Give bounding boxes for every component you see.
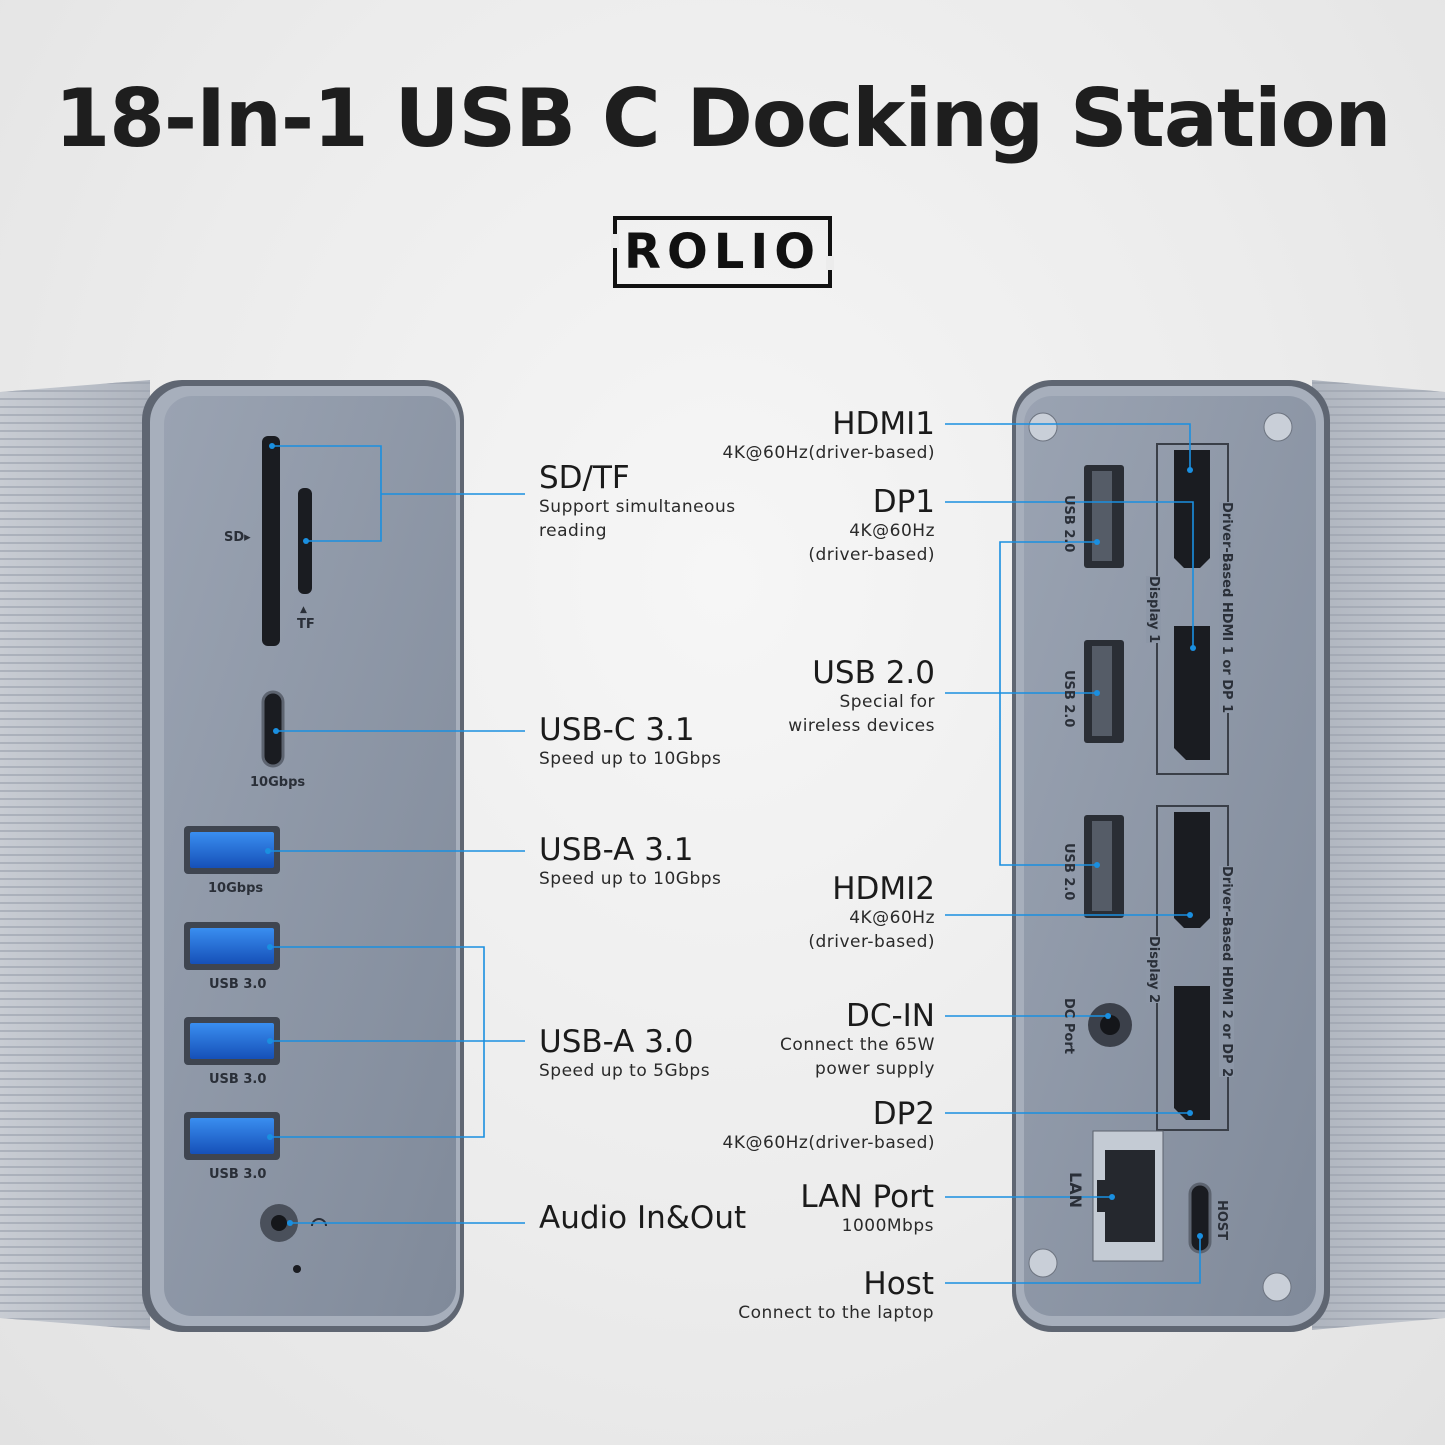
screws [1028,412,1293,1302]
hdmi1-port[interactable] [1174,450,1210,568]
label-usbc31-title: USB-C 3.1 [539,712,695,748]
print-display2: Display 2 [1146,936,1161,1004]
usba30-port-3[interactable] [184,1112,280,1160]
label-sd-tf-line2: reading [539,521,608,541]
front-dock [0,380,464,1332]
label-usb20-line1: Special for [839,692,935,712]
label-usba30-desc: Speed up to 5Gbps [539,1061,711,1081]
usb20-port-1[interactable] [1084,465,1124,568]
print-usba-speed: 10Gbps [208,881,264,896]
label-hdmi2-line2: (driver-based) [808,932,935,952]
label-audio-title: Audio In&Out [539,1200,747,1236]
label-usb20-line2: wireless devices [788,716,935,736]
label-hdmi2: HDMI2 4K@60Hz (driver-based) [808,872,935,954]
callout-dots [265,443,1203,1239]
print-usb3-1: USB 3.0 [209,977,267,992]
label-usba31-desc: Speed up to 10Gbps [539,869,722,889]
usba31-port[interactable] [184,826,280,874]
label-dp1-line2: (driver-based) [808,545,935,565]
print-dc: DC Port [1061,998,1076,1054]
label-dcin: DC-IN Connect the 65W power supply [780,999,935,1081]
label-dp2-desc: 4K@60Hz(driver-based) [722,1133,935,1153]
label-hdmi2-line1: 4K@60Hz [849,908,935,928]
label-dp1-title: DP1 [872,484,935,520]
label-usba31-title: USB-A 3.1 [539,832,694,868]
print-lan: LAN [1066,1172,1085,1208]
dp2-port[interactable] [1174,986,1210,1120]
hdmi2-port[interactable] [1174,812,1210,928]
brand-logo: ROLIO [611,216,834,288]
label-dcin-line2: power supply [815,1059,935,1079]
label-hdmi1: HDMI1 4K@60Hz(driver-based) [723,407,935,465]
label-usba30: USB-A 3.0 Speed up to 5Gbps [539,1025,710,1083]
callout-lines [268,423,1201,1284]
label-lan: LAN Port 1000Mbps [800,1180,934,1238]
print-driver1: Driver-Based HDMI 1 or DP 1 [1219,502,1234,714]
label-dp2: DP2 4K@60Hz(driver-based) [723,1097,935,1155]
label-lan-desc: 1000Mbps [841,1216,934,1236]
label-dcin-title: DC-IN [845,998,935,1034]
label-hdmi1-desc: 4K@60Hz(driver-based) [722,443,935,463]
label-usb20: USB 2.0 Special for wireless devices [788,656,935,738]
label-hdmi2-title: HDMI2 [832,871,935,907]
label-dcin-line1: Connect the 65W [780,1035,935,1055]
label-dp1-line1: 4K@60Hz [849,521,935,541]
label-sd-tf: SD/TF Support simultaneous reading [539,461,736,543]
label-sd-tf-line1: Support simultaneous [539,497,736,517]
label-usbc31: USB-C 3.1 Speed up to 10Gbps [539,713,721,771]
print-usb2-3: USB 2.0 [1061,843,1076,901]
label-sd-tf-title: SD/TF [539,460,630,496]
label-host-desc: Connect to the laptop [738,1303,934,1323]
usba30-port-1[interactable] [184,922,280,970]
print-tf: TF [297,617,315,632]
label-host-title: Host [863,1266,934,1302]
print-driver2: Driver-Based HDMI 2 or DP 2 [1219,866,1234,1078]
sd-slot[interactable] [262,436,280,646]
print-usb2-1: USB 2.0 [1061,495,1076,553]
label-usba30-title: USB-A 3.0 [539,1024,694,1060]
print-display1: Display 1 [1146,576,1161,644]
dp1-port[interactable] [1174,626,1210,760]
label-host: Host Connect to the laptop [738,1267,934,1325]
usb20-port-3[interactable] [1084,815,1124,918]
usb20-port-2[interactable] [1084,640,1124,743]
usba30-port-2[interactable] [184,1017,280,1065]
label-usba31: USB-A 3.1 Speed up to 10Gbps [539,833,721,891]
label-dp1: DP1 4K@60Hz (driver-based) [808,485,935,567]
headphone-icon [311,1218,327,1227]
label-audio: Audio In&Out [539,1201,746,1235]
back-dock [1012,380,1445,1332]
lan-port[interactable] [1092,1130,1164,1262]
print-usb2-2: USB 2.0 [1061,670,1076,728]
print-usb3-2: USB 3.0 [209,1072,267,1087]
print-sd: SD▸ [224,530,251,545]
label-hdmi1-title: HDMI1 [832,406,935,442]
label-usb20-title: USB 2.0 [812,655,935,691]
page-title: 18-In-1 USB C Docking Station [54,72,1392,165]
print-usb3-3: USB 3.0 [209,1167,267,1182]
print-tf-arrow: ▲ [300,605,307,615]
label-lan-title: LAN Port [800,1179,934,1215]
print-host: HOST [1214,1200,1229,1241]
print-usbc-speed: 10Gbps [250,775,306,790]
label-dp2-title: DP2 [872,1096,935,1132]
label-usbc31-desc: Speed up to 10Gbps [539,749,722,769]
usbc-port[interactable] [261,690,285,768]
